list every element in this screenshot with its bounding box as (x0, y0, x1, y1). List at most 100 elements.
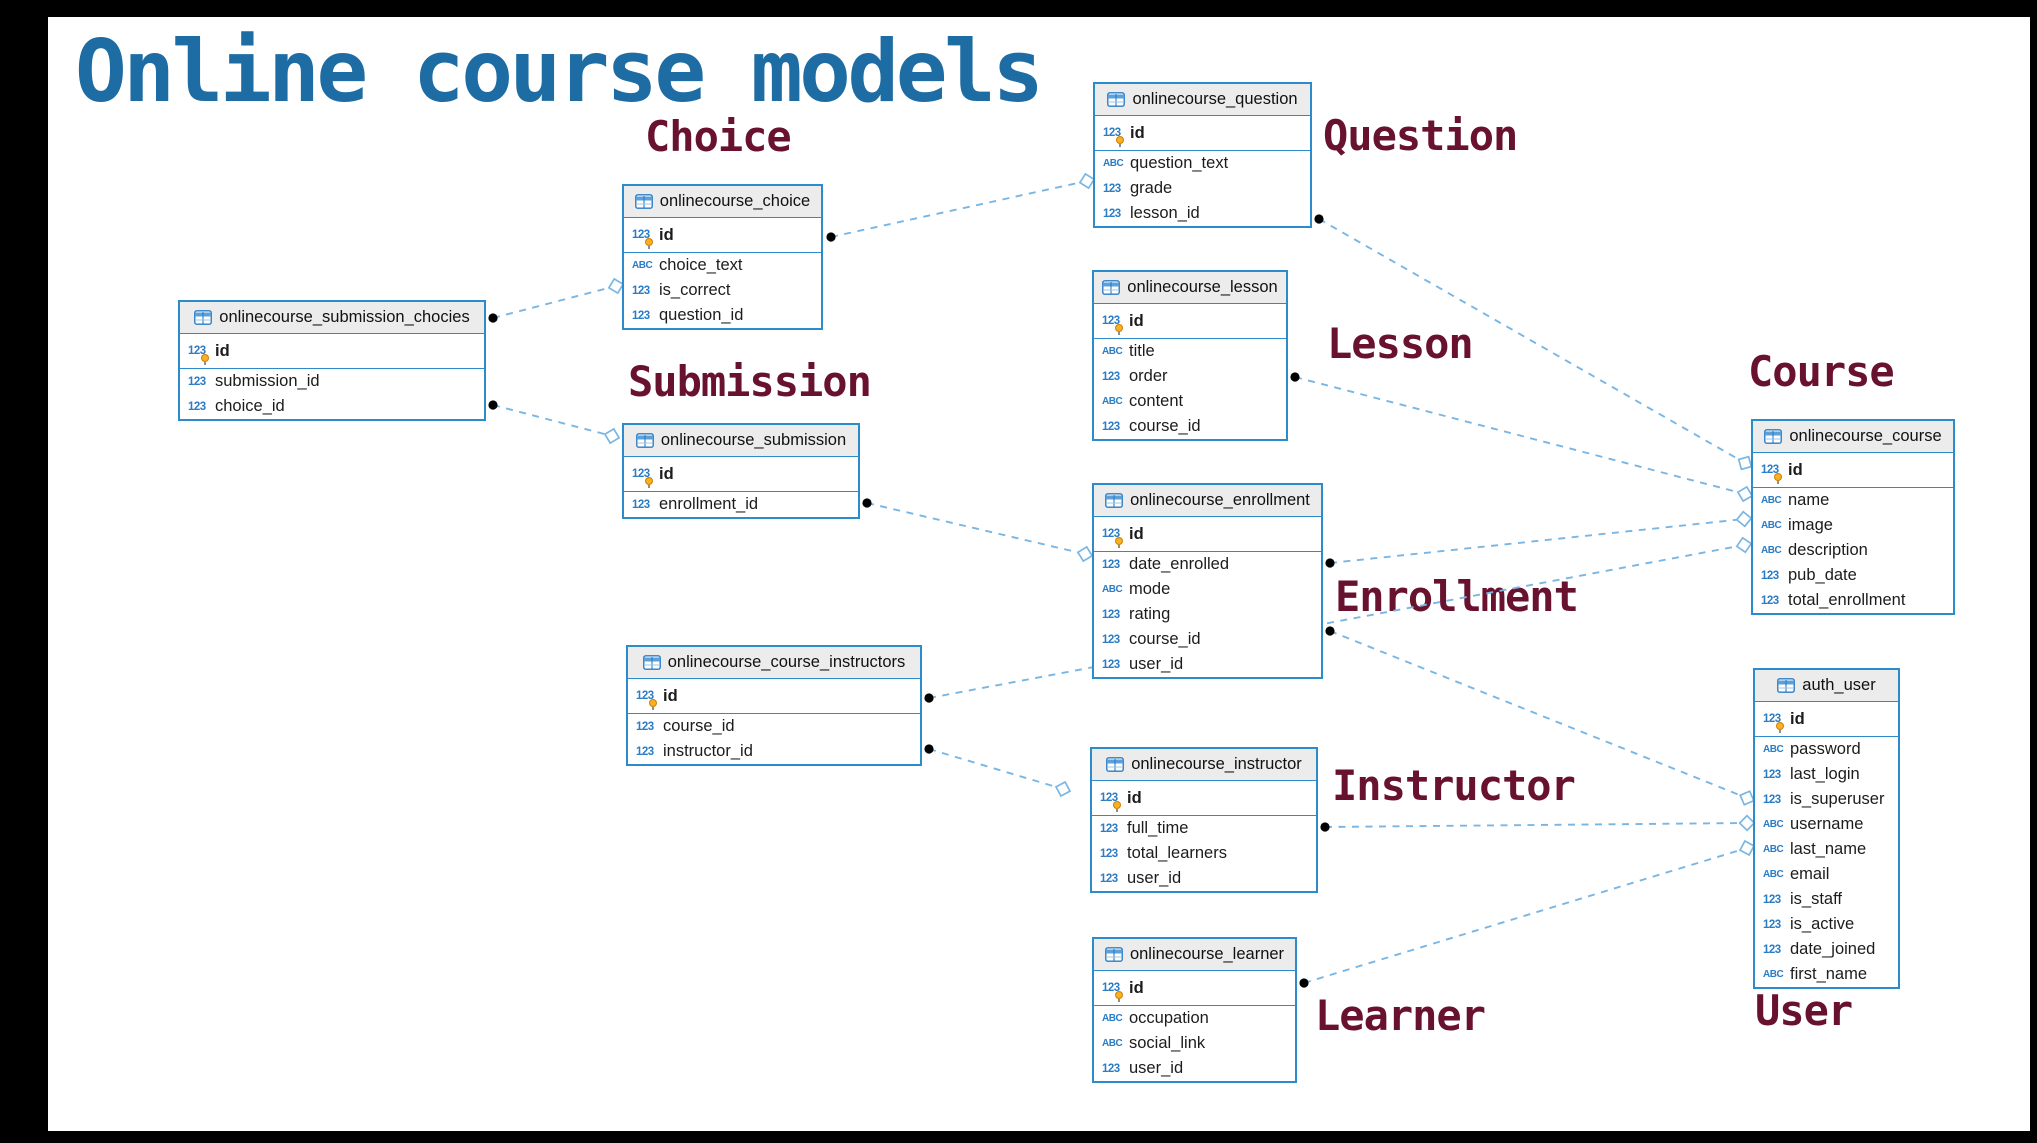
numeric-type-icon: 123 (1102, 633, 1120, 646)
entity-table-name: onlinecourse_submission_chocies (219, 308, 470, 326)
numeric-type-icon: 123 (1763, 793, 1781, 806)
numeric-type-icon: 123 (1102, 658, 1120, 671)
field-name: last_name (1790, 840, 1867, 858)
entity-header[interactable]: onlinecourse_question (1095, 84, 1310, 116)
entity-header[interactable]: onlinecourse_instructor (1092, 749, 1316, 781)
text-type-icon: ABC (1763, 844, 1784, 855)
entity-header[interactable]: onlinecourse_submission (624, 425, 858, 457)
field-row-last_login: 123 last_login (1755, 762, 1898, 787)
relationship-enrollment-to-course (1325, 510, 1753, 568)
table-icon (635, 433, 654, 448)
field-row-choice_id: 123 choice_id (180, 394, 484, 419)
text-type-icon: ABC (1763, 969, 1784, 980)
entity-header[interactable]: onlinecourse_choice (624, 186, 821, 218)
table-icon (1105, 493, 1124, 508)
field-row-first_name: ABC first_name (1755, 962, 1898, 987)
relationship-submission-to-enrollment (862, 498, 1094, 563)
relationship-question-to-course (1314, 214, 1753, 471)
text-type-icon: ABC (1761, 520, 1782, 531)
numeric-type-icon: 123 (636, 745, 654, 758)
text-type-icon: ABC (1102, 1013, 1123, 1024)
field-name: choice_text (659, 256, 743, 274)
entity-header[interactable]: onlinecourse_learner (1094, 939, 1295, 971)
numeric-type-icon: 123 (632, 309, 650, 322)
field-name: choice_id (215, 397, 285, 415)
numeric-type-icon: 123 (1761, 569, 1779, 582)
numeric-type-icon: 123 (632, 468, 659, 488)
numeric-type-icon: 123 (636, 690, 663, 710)
numeric-type-icon: 123 (188, 400, 206, 413)
field-name: social_link (1129, 1034, 1206, 1052)
relationship-lesson-to-course (1290, 372, 1754, 503)
field-name: id (1127, 788, 1142, 807)
primary-key-icon (1116, 136, 1124, 147)
relationship-choice-to-question (826, 172, 1096, 242)
primary-key-icon (201, 354, 209, 365)
table-icon (1105, 947, 1123, 962)
field-name: first_name (1790, 965, 1868, 983)
numeric-type-icon: 123 (1103, 182, 1121, 195)
numeric-type-icon: 123 (1102, 370, 1120, 383)
numeric-type-icon: 123 (1102, 420, 1120, 433)
table-icon (194, 310, 213, 325)
field-name: lesson_id (1130, 204, 1200, 222)
field-name: id (659, 464, 674, 483)
field-name: pub_date (1788, 566, 1857, 584)
field-name: date_joined (1790, 940, 1876, 958)
model-label-question: Question (1323, 111, 1518, 160)
entity-table-name: onlinecourse_choice (659, 192, 811, 210)
table-icon (1102, 280, 1121, 295)
text-type-icon: ABC (1103, 158, 1124, 169)
numeric-type-icon: 123 (1102, 1062, 1120, 1075)
field-name: image (1788, 516, 1833, 534)
field-name: last_login (1790, 765, 1860, 783)
field-name: name (1788, 491, 1830, 509)
entity-header[interactable]: auth_user (1755, 670, 1898, 702)
table-icon (642, 655, 661, 670)
field-name: course_id (663, 717, 735, 735)
entity-header[interactable]: onlinecourse_course_instructors (628, 647, 920, 679)
entity-header[interactable]: onlinecourse_lesson (1094, 272, 1286, 304)
numeric-type-icon: 123 (1100, 822, 1118, 835)
entity-header[interactable]: onlinecourse_course (1753, 421, 1953, 453)
model-label-learner: Learner (1315, 991, 1486, 1040)
field-name: order (1129, 367, 1168, 385)
field-name: full_time (1127, 819, 1189, 837)
model-label-instructor: Instructor (1332, 761, 1576, 810)
field-row-full_time: 123 full_time (1092, 816, 1316, 841)
numeric-type-icon: 123 (1102, 982, 1129, 1002)
field-name: is_staff (1790, 890, 1842, 908)
numeric-type-icon: 123 (1763, 768, 1781, 781)
entity-header[interactable]: onlinecourse_submission_chocies (180, 302, 484, 334)
entity-header[interactable]: onlinecourse_enrollment (1094, 485, 1321, 517)
table-icon (1764, 429, 1783, 444)
screen-edge-right (2030, 0, 2037, 1143)
